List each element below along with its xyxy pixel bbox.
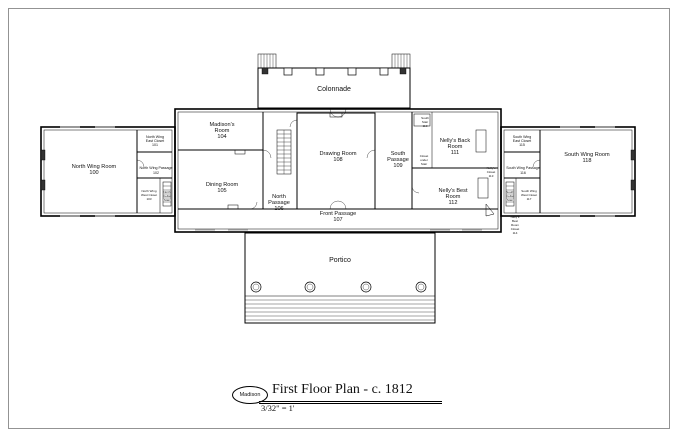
label-drawing-room-1: Drawing Room [320, 151, 357, 157]
label-sw-west-closet-2: West Closet [521, 193, 537, 197]
label-sw-passage-2: 116 [520, 171, 526, 175]
label-north-cellar-stair-1: North [163, 190, 171, 194]
label-sw-east-closet-3: 115 [519, 143, 525, 147]
label-sw-passage-1: South Wing Passage [506, 166, 540, 170]
label-sw-west-closet-1: South Wing [521, 189, 537, 193]
label-nellys-best-room-3: 112 [449, 200, 458, 206]
label-north-passage-1: North [272, 194, 286, 200]
label-nw-east-closet-3: 101 [152, 143, 158, 147]
label-closet-under-stair-2: under [420, 158, 428, 162]
label-nw-west-closet-3: 103 [146, 197, 151, 201]
label-nw-passage-1: North Wing Passage [140, 166, 173, 170]
label-nw-west-closet-2: West Closet [141, 193, 157, 197]
label-south-cellar-stair-2: Cellar [506, 194, 514, 198]
label-closet-under-stair-1: Closet [420, 154, 429, 158]
label-sw-west-closet-3: 117 [527, 197, 532, 201]
portico [244, 232, 436, 324]
label-nellys-best-closet-2: Best [512, 219, 518, 223]
label-north-cellar-stair-2: Cellar [163, 194, 171, 198]
label-nellys-closet-1: Nelly's [487, 166, 496, 170]
label-south-stair-1: South [421, 116, 429, 120]
label-colonnade: Colonnade [317, 86, 351, 93]
label-north-wing-room-1: North Wing Room [72, 164, 117, 170]
south-wing-walls [485, 126, 636, 217]
title-block: Madison First Floor Plan - c. 1812 3/32"… [232, 381, 442, 419]
label-nellys-back-room-2: Room [448, 144, 463, 150]
label-portico: Portico [329, 257, 351, 264]
label-nellys-back-room-1: Nelly's Back [440, 138, 470, 144]
label-south-wing-room-2: 118 [583, 158, 592, 164]
label-nw-east-closet-1: North Wing [146, 135, 164, 139]
label-sw-east-closet-2: East Closet [513, 139, 531, 143]
label-south-stair-2: Stair [422, 120, 428, 124]
label-nellys-best-closet-4: Closet [511, 227, 520, 231]
label-closet-under-stair-3: Stair [421, 162, 427, 166]
logo-text: Madison [239, 392, 261, 398]
label-south-passage-3: 109 [393, 163, 402, 169]
label-nellys-back-room-3: 111 [451, 150, 460, 156]
title-rule-thin [259, 403, 442, 404]
label-front-passage-2: 107 [333, 217, 342, 223]
label-nellys-best-room-2: Room [446, 194, 461, 200]
label-south-passage-1: South [391, 151, 406, 157]
label-nellys-best-closet-1: Nelly's [511, 215, 520, 219]
label-nw-west-closet-1: North Wing [141, 189, 156, 193]
label-madisons-room-2: Room [215, 128, 230, 134]
north-wing-walls [40, 126, 176, 217]
drawing-scale: 3/32" = 1' [261, 403, 295, 413]
colonnade [257, 53, 411, 109]
label-south-wing-room-1: South Wing Room [564, 152, 610, 158]
label-nellys-best-closet-5: 114 [513, 231, 518, 235]
label-nellys-closet-3: 113 [489, 174, 494, 178]
label-south-stair-3: 110 [423, 124, 428, 128]
label-madisons-room-1: Madison's [209, 122, 234, 128]
drawing-title: First Floor Plan - c. 1812 [272, 382, 413, 397]
title-rule [259, 401, 442, 402]
label-front-passage-1: Front Passage [320, 211, 356, 217]
label-sw-east-closet-1: South Wing [513, 135, 532, 139]
label-dining-room-1: Dining Room [206, 182, 239, 188]
label-madisons-room-3: 104 [217, 134, 226, 140]
label-nellys-best-closet-3: Room [511, 223, 520, 227]
label-south-passage-2: Passage [387, 157, 409, 163]
label-south-cellar-stair-1: South [506, 190, 514, 194]
label-nw-passage-2: 102 [153, 171, 159, 175]
label-nw-east-closet-2: East Closet [146, 139, 164, 143]
label-north-passage-2: Passage [268, 200, 290, 206]
label-north-passage-3: 106 [274, 206, 283, 212]
label-north-wing-room-2: 100 [89, 170, 98, 176]
label-nellys-best-room-1: Nelly's Best [438, 188, 467, 194]
madison-logo: Madison [232, 386, 268, 404]
label-north-cellar-stair-3: Stair [164, 198, 170, 202]
label-dining-room-2: 105 [217, 188, 226, 194]
sheet-border [8, 8, 670, 429]
label-south-cellar-stair-3: Stair [507, 198, 513, 202]
label-drawing-room-2: 108 [333, 157, 342, 163]
label-nellys-closet-2: Closet [487, 170, 496, 174]
